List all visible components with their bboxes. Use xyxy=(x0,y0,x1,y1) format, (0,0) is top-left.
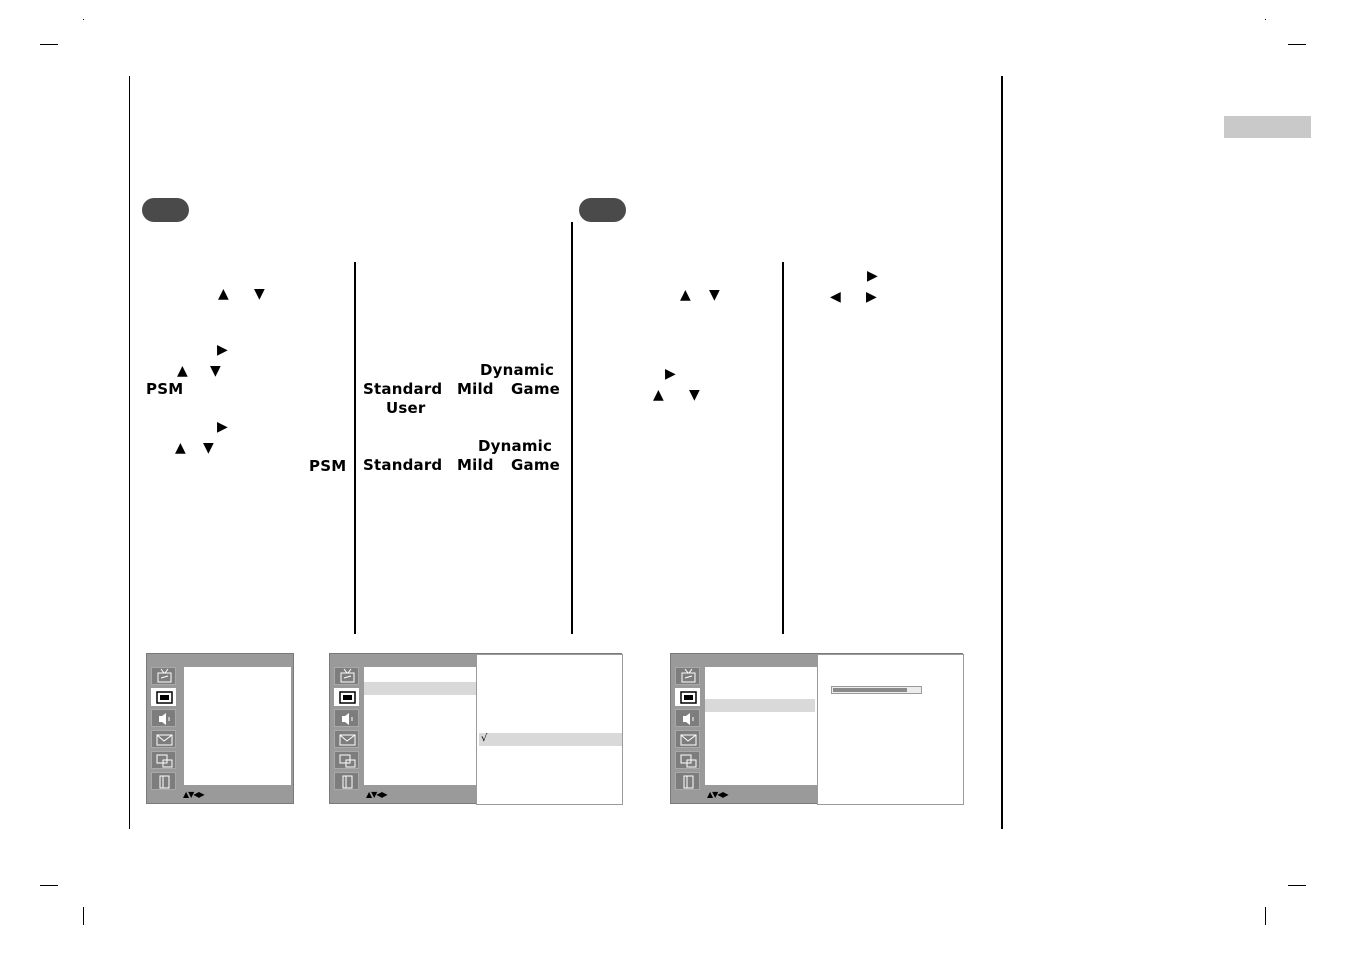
picture-icon[interactable] xyxy=(151,688,176,706)
up-arrow-icon: ▲ xyxy=(218,286,229,302)
input-icon[interactable] xyxy=(334,772,359,790)
page-left-rule xyxy=(129,76,130,829)
down-arrow-icon: ▼ xyxy=(689,387,700,403)
crop-mark-bottom-left xyxy=(40,885,58,886)
osd-menu-picture-adjust: ▲▼◀▶ xyxy=(670,653,964,805)
column-rule-2 xyxy=(782,262,784,634)
adjust-level-fill xyxy=(833,688,907,692)
mode-user: User xyxy=(386,399,426,417)
osd-menu-picture-psm: √ ▲▼◀▶ xyxy=(329,653,623,805)
psm-submenu: √ xyxy=(476,654,623,805)
crop-mark-bottom-right xyxy=(1288,885,1306,886)
time-icon[interactable] xyxy=(151,730,176,748)
mode-game: Game xyxy=(511,380,561,398)
left-arrow-icon: ◀ xyxy=(830,289,841,305)
mode-dynamic: Dynamic xyxy=(480,361,555,379)
mode-standard-2: Standard xyxy=(363,456,443,474)
up-arrow-icon: ▲ xyxy=(653,387,664,403)
psm-label-2: PSM xyxy=(309,457,347,475)
registration-dot-left xyxy=(83,19,84,20)
input-icon[interactable] xyxy=(151,772,176,790)
right-arrow-icon: ▶ xyxy=(665,366,676,382)
picture-icon[interactable] xyxy=(675,688,700,706)
menu-item-highlight[interactable] xyxy=(705,699,815,712)
nav-hint-icon: ▲▼◀▶ xyxy=(707,790,729,799)
nav-hint-icon: ▲▼◀▶ xyxy=(183,790,205,799)
up-arrow-icon: ▲ xyxy=(175,440,186,456)
section-pill-left xyxy=(142,198,189,222)
crop-mark-top-right xyxy=(1288,44,1306,45)
setup-icon[interactable] xyxy=(151,751,176,769)
setup-icon[interactable] xyxy=(334,751,359,769)
language-tab xyxy=(1224,116,1311,138)
up-arrow-icon: ▲ xyxy=(177,363,188,379)
crop-mark-bottom-right-v xyxy=(1265,907,1266,925)
input-icon[interactable] xyxy=(675,772,700,790)
tv-channel-icon[interactable] xyxy=(675,667,700,685)
time-icon[interactable] xyxy=(334,730,359,748)
sound-icon[interactable] xyxy=(675,709,700,727)
check-icon: √ xyxy=(481,733,488,744)
psm-label: PSM xyxy=(146,380,184,398)
osd-menu-main: ▲▼◀▶ xyxy=(146,653,294,804)
up-arrow-icon: ▲ xyxy=(680,287,691,303)
down-arrow-icon: ▼ xyxy=(203,440,214,456)
right-arrow-icon: ▶ xyxy=(866,289,877,305)
adjust-level-bar[interactable] xyxy=(831,686,922,694)
osd-menu-list xyxy=(184,667,291,785)
right-arrow-icon: ▶ xyxy=(217,419,228,435)
column-rule-1 xyxy=(354,262,356,634)
tv-channel-icon[interactable] xyxy=(334,667,359,685)
down-arrow-icon: ▼ xyxy=(709,287,720,303)
right-arrow-icon: ▶ xyxy=(867,268,878,284)
page-right-rule xyxy=(1001,76,1003,829)
right-arrow-icon: ▶ xyxy=(217,342,228,358)
crop-mark-top-left xyxy=(40,44,58,45)
menu-item-highlight[interactable] xyxy=(364,682,476,695)
picture-icon[interactable] xyxy=(334,688,359,706)
sound-icon[interactable] xyxy=(334,709,359,727)
osd-menu-list xyxy=(705,667,817,785)
registration-dot-right xyxy=(1265,19,1266,20)
mode-game-2: Game xyxy=(511,456,561,474)
mode-dynamic-2: Dynamic xyxy=(478,437,553,455)
adjust-submenu xyxy=(817,654,964,805)
nav-hint-icon: ▲▼◀▶ xyxy=(366,790,388,799)
mode-mild-2: Mild xyxy=(457,456,494,474)
sound-icon[interactable] xyxy=(151,709,176,727)
section-divider xyxy=(571,222,573,634)
setup-icon[interactable] xyxy=(675,751,700,769)
section-pill-right xyxy=(579,198,626,222)
down-arrow-icon: ▼ xyxy=(254,286,265,302)
time-icon[interactable] xyxy=(675,730,700,748)
psm-option-selected[interactable] xyxy=(479,733,622,746)
crop-mark-bottom-left-v xyxy=(83,907,84,925)
mode-mild: Mild xyxy=(457,380,494,398)
mode-standard: Standard xyxy=(363,380,443,398)
tv-channel-icon[interactable] xyxy=(151,667,176,685)
down-arrow-icon: ▼ xyxy=(210,363,221,379)
